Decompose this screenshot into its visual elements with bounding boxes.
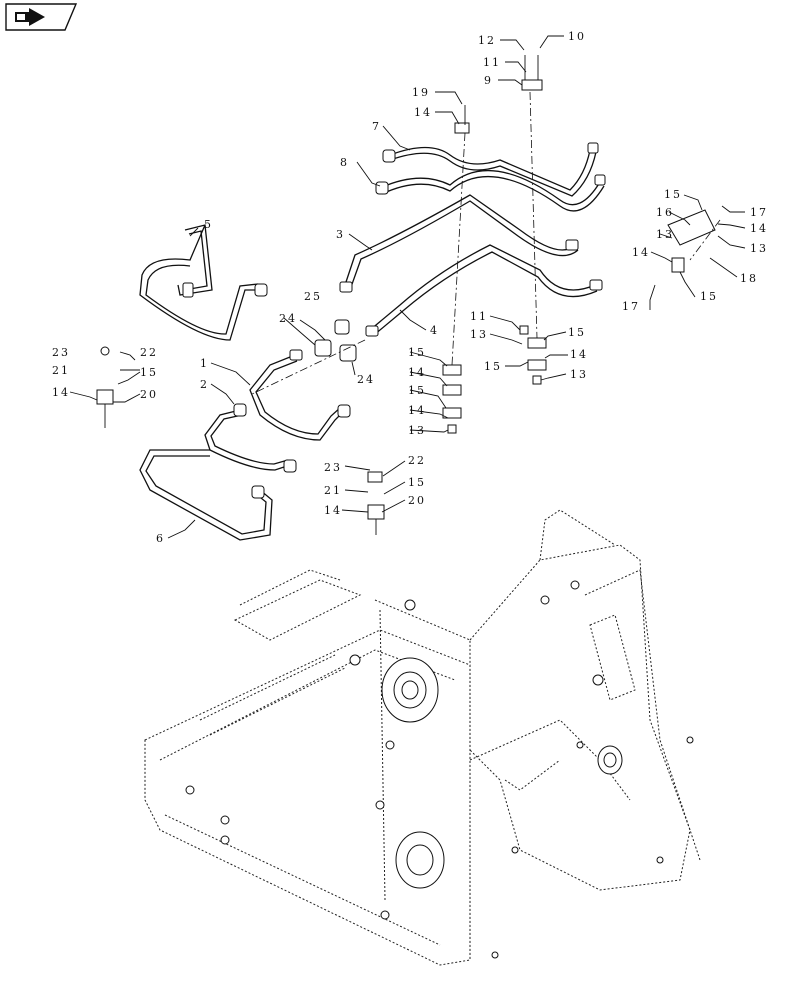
callout-25: 25 [304, 290, 322, 303]
fitting [254, 283, 268, 297]
clamp-hardware [96, 55, 716, 535]
callout-15f: 15 [408, 476, 426, 489]
callout-11: 11 [483, 56, 501, 69]
callout-22: 22 [140, 346, 158, 359]
callout-21: 21 [52, 364, 70, 377]
callout-14c: 14 [408, 366, 426, 379]
fitting [337, 404, 351, 418]
callout-13b: 13 [470, 328, 488, 341]
callout-14e: 14 [570, 348, 588, 361]
callout-15c: 15 [408, 384, 426, 397]
fitting [375, 181, 389, 195]
callout-16: 16 [656, 206, 674, 219]
callout-15h: 15 [700, 290, 718, 303]
callout-15g: 15 [664, 188, 682, 201]
fitting [182, 282, 194, 298]
loader-frame [144, 509, 701, 966]
callout-13e: 13 [750, 242, 768, 255]
callout-13: 13 [408, 424, 426, 437]
callout-2: 2 [200, 378, 209, 391]
callout-6: 6 [156, 532, 165, 545]
callout-18: 18 [740, 272, 758, 285]
callout-20: 20 [140, 388, 158, 401]
callout-15: 15 [140, 366, 158, 379]
center-lines [249, 91, 721, 396]
callout-4: 4 [430, 324, 439, 337]
callout-17: 17 [622, 300, 640, 313]
callout-23b: 23 [324, 461, 342, 474]
callout-13c: 13 [570, 368, 588, 381]
callout-22b: 22 [408, 454, 426, 467]
callout-13d: 13 [656, 228, 674, 241]
callout-14g: 14 [632, 246, 650, 259]
callout-24b: 24 [357, 373, 375, 386]
callout-14d: 14 [408, 404, 426, 417]
callout-5: 5 [204, 218, 213, 231]
fitting [565, 239, 579, 251]
callout-14b: 14 [52, 386, 70, 399]
callout-14: 14 [414, 106, 432, 119]
callout-7: 7 [372, 120, 381, 133]
callout-19: 19 [412, 86, 430, 99]
callout-23: 23 [52, 346, 70, 359]
fitting [233, 403, 247, 417]
callout-21b: 21 [324, 484, 342, 497]
callout-8: 8 [340, 156, 349, 169]
fitting [289, 349, 303, 361]
tee-fittings [314, 319, 357, 362]
fitting [589, 279, 603, 291]
callout-1: 1 [200, 357, 209, 370]
callout-20b: 20 [408, 494, 426, 507]
fitting [339, 281, 353, 293]
arrow-right-icon [5, 3, 78, 31]
callout-9: 9 [484, 74, 493, 87]
fitting [251, 485, 265, 499]
callout-15e: 15 [484, 360, 502, 373]
callout-17b: 17 [750, 206, 768, 219]
callout-10: 10 [568, 30, 586, 43]
callout-15b: 15 [408, 346, 426, 359]
callout-11b: 11 [470, 310, 488, 323]
fitting [587, 142, 599, 154]
nav-arrow-button[interactable] [5, 3, 78, 31]
callouts: 12 10 11 9 19 14 7 8 3 5 4 25 24 24 1 2 … [52, 30, 768, 545]
fitting [283, 459, 297, 473]
callout-24: 24 [279, 312, 297, 325]
callout-15d: 15 [568, 326, 586, 339]
hydraulic-tubes [139, 142, 606, 541]
fitting [382, 149, 396, 163]
fitting [594, 174, 606, 186]
callout-12: 12 [478, 34, 496, 47]
callout-14f: 14 [324, 504, 342, 517]
callout-3: 3 [336, 228, 345, 241]
fitting [365, 325, 379, 337]
callout-14h: 14 [750, 222, 768, 235]
